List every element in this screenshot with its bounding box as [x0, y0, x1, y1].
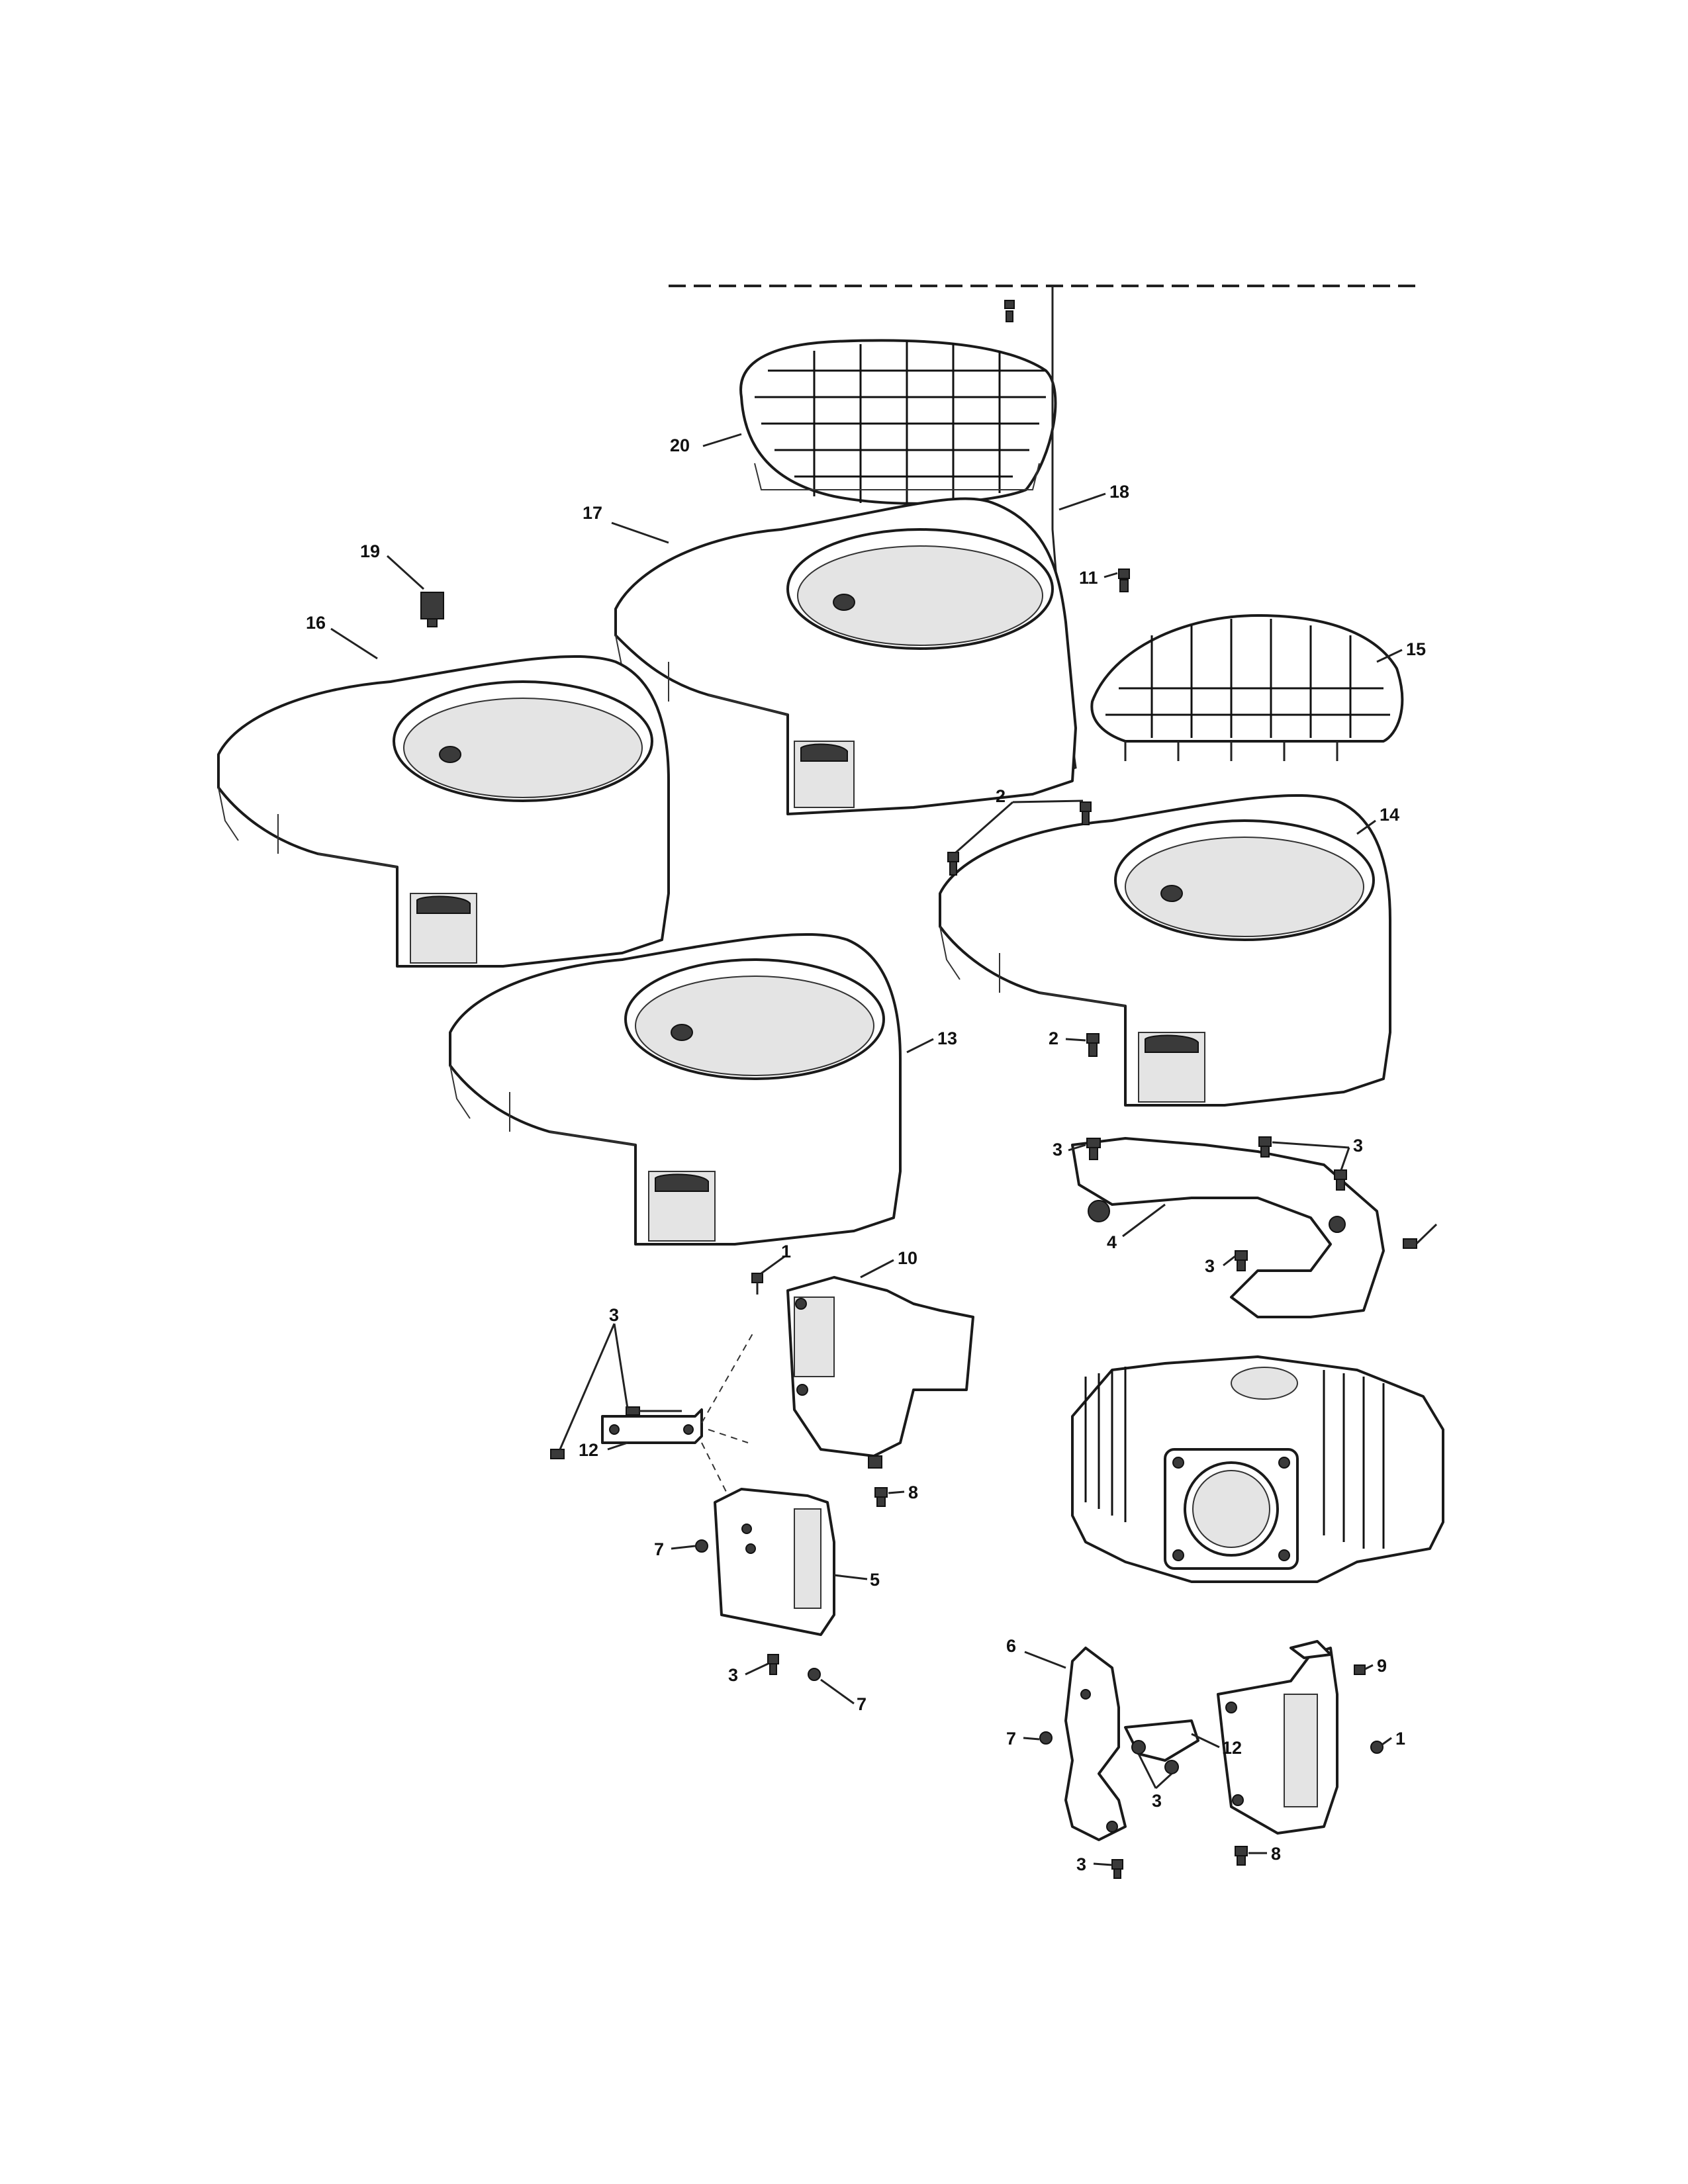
callout-3-g: 3: [1076, 1854, 1086, 1874]
part-12-bracket-left: [601, 1408, 703, 1444]
callout-20: 20: [670, 435, 690, 455]
part-15-grille-screen: [1090, 614, 1404, 761]
part-5-shroud: [714, 1488, 835, 1636]
part-8-bolt-b: [1235, 1846, 1248, 1866]
callout-3-c: 3: [1205, 1256, 1215, 1276]
callout-3-f: 3: [1152, 1791, 1162, 1811]
part-2-bolt-a: [947, 852, 959, 876]
callout-17: 17: [583, 503, 602, 523]
callout-10: 10: [898, 1248, 917, 1268]
callout-6: 6: [1006, 1636, 1016, 1656]
callout-12-left: 12: [579, 1440, 598, 1460]
callout-3-e: 3: [728, 1665, 738, 1685]
callout-3-d: 3: [609, 1305, 619, 1325]
callout-2-lower: 2: [1049, 1028, 1058, 1048]
callout-15: 15: [1406, 639, 1426, 659]
part-17-blower-housing: [614, 497, 1077, 815]
part-1-bolt-b: [1370, 1741, 1383, 1754]
callout-13: 13: [937, 1028, 957, 1048]
part-19-clip: [420, 592, 444, 627]
part-14-blower-housing: [939, 794, 1391, 1107]
part-13-blower-housing: [449, 933, 902, 1246]
part-20-grille-screen: [739, 339, 1057, 505]
part-3-bolt-b: [1258, 1136, 1272, 1158]
callout-18: 18: [1109, 482, 1129, 502]
part-7-nut-c: [1039, 1731, 1053, 1745]
callout-12-right: 12: [1222, 1738, 1242, 1758]
part-3-bolt-a: [1086, 1138, 1101, 1160]
part-3-bolt-f: [550, 1449, 565, 1459]
part-11-bolt: [1118, 569, 1130, 592]
callout-1-left: 1: [781, 1242, 791, 1261]
part-7-nut-b: [808, 1668, 821, 1681]
callout-8-upper: 8: [908, 1482, 918, 1502]
callout-7-left: 7: [654, 1539, 664, 1559]
part-3-bolt-e: [626, 1406, 682, 1416]
callout-2-upper: 2: [996, 786, 1006, 806]
callout-4: 4: [1107, 1232, 1117, 1252]
callout-9: 9: [1377, 1656, 1387, 1676]
callout-5: 5: [870, 1570, 880, 1590]
callout-14: 14: [1380, 805, 1399, 825]
part-10-shroud: [786, 1276, 974, 1469]
part-4-bracket: [1071, 1137, 1385, 1318]
part-2-bolt-b: [1080, 801, 1092, 825]
part-12-bracket-right: [1124, 1719, 1199, 1774]
part-9-bolt: [1354, 1664, 1366, 1675]
part-3-bolt-h: [1111, 1859, 1123, 1879]
callout-11: 11: [1079, 568, 1098, 588]
engine-block: [1071, 1355, 1444, 1583]
callout-labels: 20 17 18 19 16 11 15 2 14 2 13 3 3 4 3 1…: [306, 435, 1426, 1874]
bolt-right-bracket: [1403, 1223, 1438, 1249]
part-16-blower-housing: [217, 655, 670, 968]
bolt-top: [1004, 300, 1015, 322]
callout-16: 16: [306, 613, 326, 633]
callout-7-right: 7: [1006, 1729, 1016, 1749]
callout-3-a: 3: [1053, 1140, 1062, 1160]
callout-1-right: 1: [1395, 1729, 1405, 1749]
part-3-bolt-d: [1235, 1250, 1248, 1271]
callout-8-lower: 8: [1271, 1844, 1281, 1864]
part-6-bracket-plate: [1064, 1647, 1127, 1841]
part-3-bolt-c: [1334, 1169, 1347, 1191]
part-1-bolt-a: [751, 1273, 763, 1295]
callout-19: 19: [360, 541, 380, 561]
leader-lines: [330, 433, 1403, 1866]
part-7-nut-a: [695, 1539, 708, 1553]
part-2-bolt-c: [1086, 1033, 1100, 1057]
callout-7-lower: 7: [857, 1694, 867, 1714]
part-8-bolt-a: [874, 1487, 888, 1507]
callout-3-b: 3: [1353, 1136, 1363, 1156]
part-3-bolt-g: [767, 1654, 779, 1675]
right-shroud: [1217, 1640, 1338, 1835]
